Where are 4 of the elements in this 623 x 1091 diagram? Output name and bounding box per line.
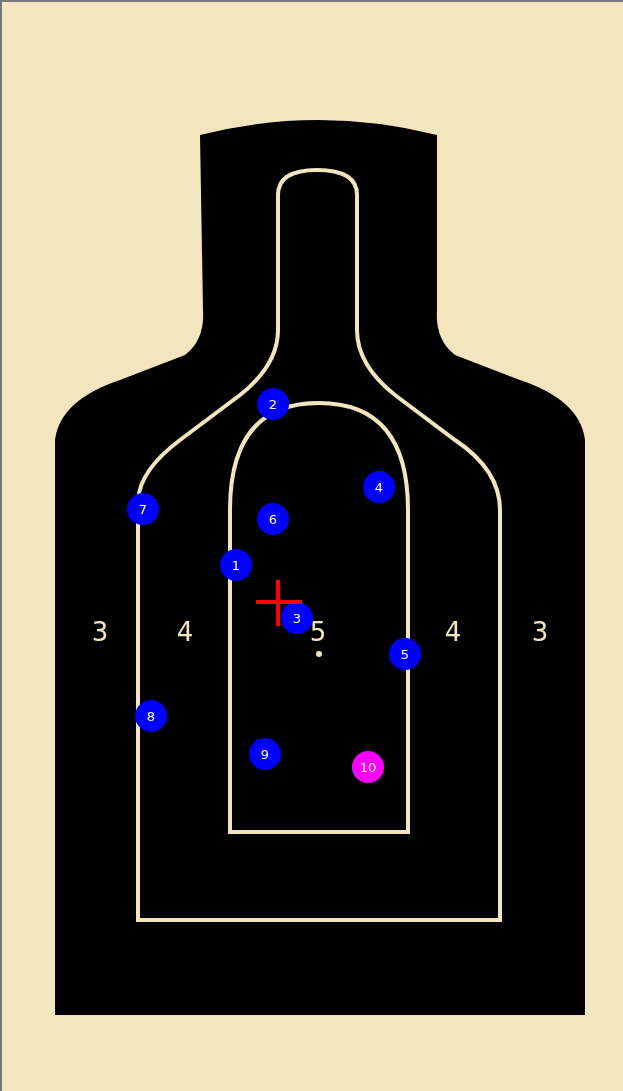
- score-number: 3: [90, 617, 110, 647]
- score-number: 3: [530, 617, 550, 647]
- score-number: 4: [175, 617, 195, 647]
- score-number: 4: [443, 617, 463, 647]
